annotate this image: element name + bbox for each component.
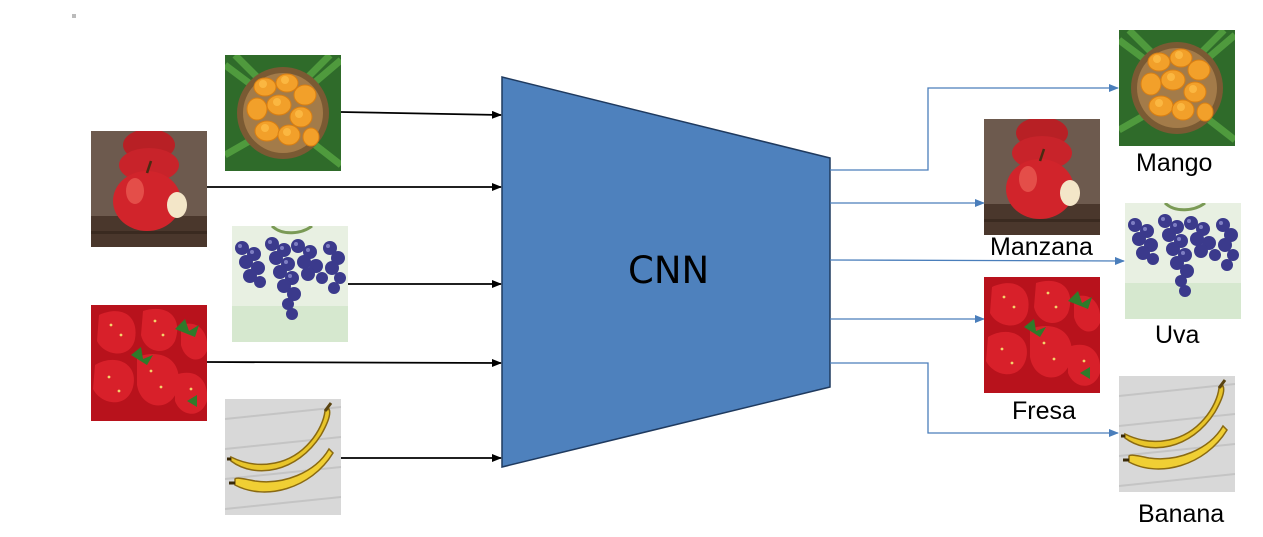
input-grapes-image [232, 226, 348, 342]
cnn-label: CNN [628, 249, 710, 292]
output-strawberry-image [984, 277, 1100, 393]
output-label-uva: Uva [1155, 321, 1200, 349]
input-arrow-strawberry [206, 358, 502, 367]
input-apple-image [91, 131, 207, 247]
output-arrow-mango [830, 84, 1119, 171]
output-label-manzana: Manzana [990, 233, 1093, 261]
cnn-block [501, 76, 831, 468]
output-label-banana: Banana [1138, 500, 1225, 528]
input-mango-image [225, 55, 341, 171]
output-label-fresa: Fresa [1012, 397, 1076, 425]
input-strawberry-image [91, 305, 207, 421]
output-label-mango: Mango [1136, 149, 1213, 177]
output-arrow-uva [829, 256, 1125, 265]
output-grapes-image [1125, 203, 1241, 319]
corner-mark [72, 14, 76, 18]
output-banana-image [1119, 376, 1235, 492]
input-arrow-mango [340, 110, 502, 119]
output-mango-image [1119, 30, 1235, 146]
output-apple-image [984, 119, 1100, 235]
output-arrow-banana [830, 362, 1119, 437]
input-banana-image [225, 399, 341, 515]
